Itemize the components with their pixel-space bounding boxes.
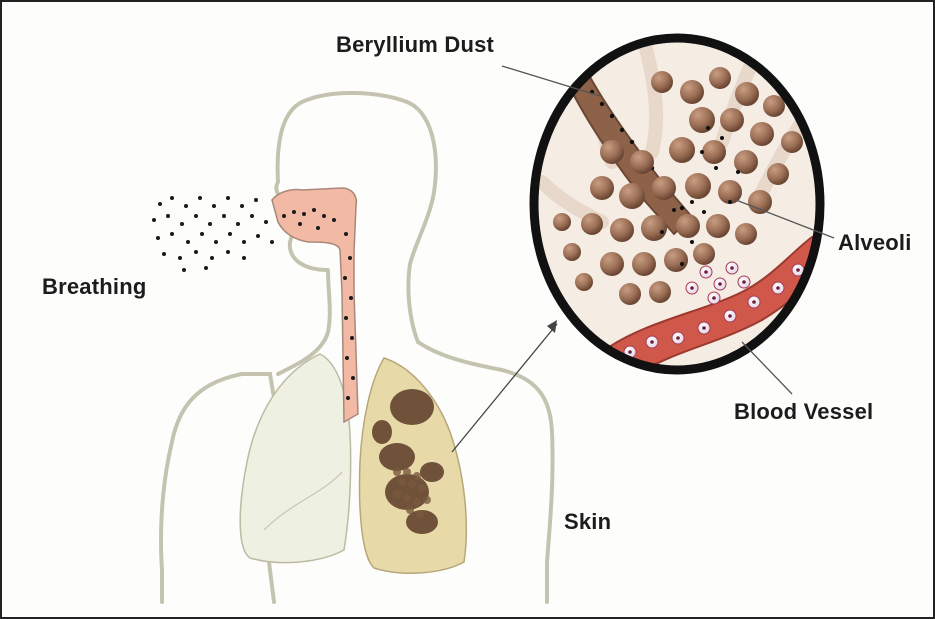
label-blood-vessel: Blood Vessel [734,399,873,425]
magnified-view [522,22,842,402]
label-breathing: Breathing [42,274,146,300]
leader-blood-vessel [742,342,792,394]
label-skin: Skin [564,509,611,535]
body-outline [161,93,553,602]
breathing-dust-cloud [152,196,274,272]
label-alveoli: Alveoli [838,230,912,256]
zoom-pointer-line [452,324,557,452]
left-lung [240,354,350,563]
label-beryllium-dust: Beryllium Dust [336,32,494,58]
